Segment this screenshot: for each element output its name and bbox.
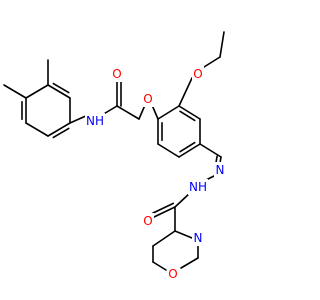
ring1-b1-double	[52, 82, 70, 94]
carbonyl-to-ch2	[116, 105, 140, 120]
ring1-b4	[25, 122, 49, 137]
atom-acyl-o: O	[142, 213, 154, 229]
atom-hydrazone-n: N	[214, 162, 226, 178]
atom-label-hydrazone-nh: NH	[189, 180, 207, 194]
atom-amide-nh: NH	[85, 113, 105, 129]
morph-c1-to-c2	[180, 257, 199, 269]
ring2-b4-double	[179, 141, 196, 153]
morph-c4-n	[152, 230, 176, 247]
nh-to-acyl-c	[174, 192, 191, 208]
ring1-b5-double	[52, 127, 70, 139]
molecule-structure: NH O O O N NH O N	[3, 31, 226, 282]
ring2-to-ethoxy-o	[178, 77, 193, 107]
bond-group	[3, 31, 225, 271]
atom-label-acyl-o: O	[143, 214, 152, 228]
ring2-b4	[178, 143, 201, 158]
methyl-left	[3, 84, 27, 99]
ring2-b1	[157, 105, 180, 120]
ether-o-to-ring2	[151, 104, 159, 120]
atom-label-ether-o: O	[143, 92, 152, 106]
ring1-b1	[47, 84, 71, 99]
atom-label-morpholine-o: O	[168, 267, 177, 281]
ch2-to-morph-n	[174, 230, 193, 239]
acyl-co	[153, 206, 176, 218]
ch2-to-ether-o	[138, 104, 146, 120]
ring1-b5	[47, 122, 71, 137]
ring2-to-ch	[199, 143, 222, 158]
ring2-b5	[157, 143, 180, 158]
ring2-b2-double	[179, 110, 196, 122]
ethoxy-ch2-ch3	[219, 31, 225, 58]
acyl-co-double	[151, 202, 175, 215]
morph-c3-o	[152, 261, 167, 271]
atom-label-group: NH O O O N NH O N	[85, 66, 226, 282]
ring1-b2	[25, 84, 49, 99]
atom-morpholine-o: O	[167, 266, 179, 282]
atom-ether-o: O	[142, 91, 154, 107]
atom-label-amide-o: O	[112, 67, 121, 81]
ring2-b2	[178, 105, 201, 120]
ch-eq-n-double	[215, 155, 218, 164]
atom-morpholine-n: N	[192, 230, 204, 246]
atom-label-ethoxy-o: O	[193, 67, 202, 81]
atom-ethoxy-o: O	[192, 66, 204, 82]
atom-label-morpholine-n: N	[194, 231, 203, 245]
atom-amide-o: O	[111, 66, 123, 82]
atom-hydrazone-nh: NH	[188, 179, 208, 195]
atom-label-amide-nh: NH	[86, 114, 104, 128]
ethoxy-o-to-ch2	[203, 56, 221, 68]
atom-label-hydrazone-n: N	[216, 163, 225, 177]
